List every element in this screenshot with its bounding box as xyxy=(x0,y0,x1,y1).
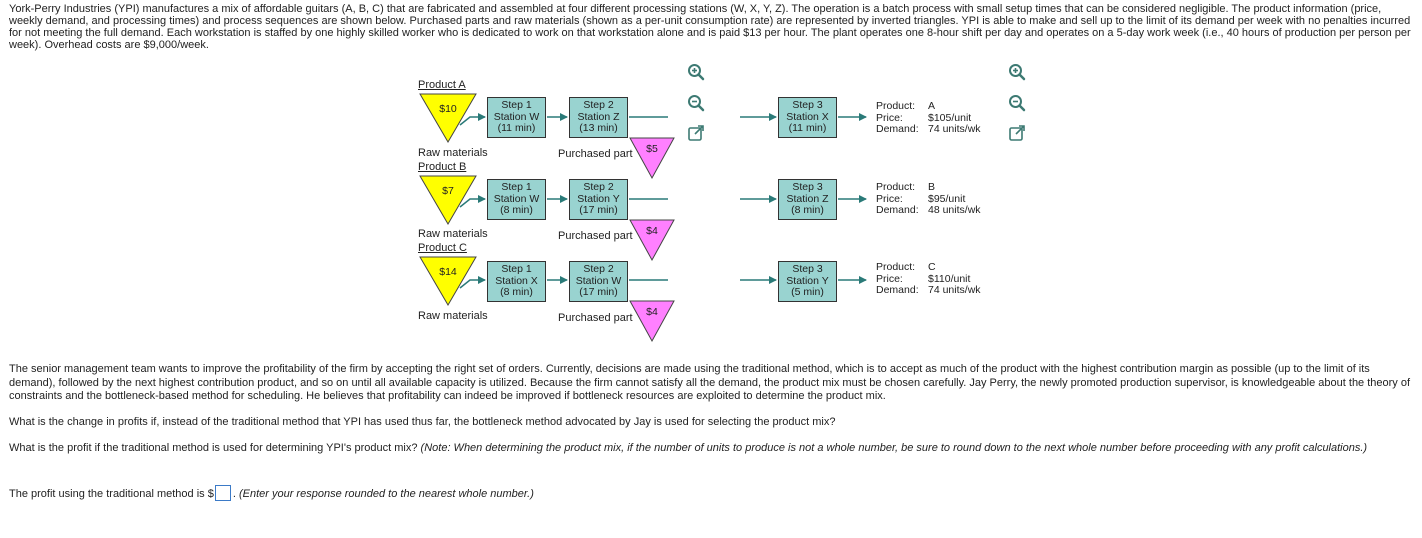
step-label: Step 1 xyxy=(501,99,532,111)
product-a-step3-box: Step 3 Station X (11 min) xyxy=(778,97,837,138)
raw-material-triangle xyxy=(419,175,477,225)
time-label: (8 min) xyxy=(500,204,533,216)
purchased-part-cost: $4 xyxy=(646,306,658,318)
step-label: Step 1 xyxy=(501,181,532,193)
purchased-part-cost: $4 xyxy=(646,225,658,237)
time-label: (13 min) xyxy=(579,122,618,134)
step-label: Step 3 xyxy=(792,99,823,111)
flow-arrow xyxy=(459,113,486,126)
product-c-step1-box: Step 1 Station X (8 min) xyxy=(487,261,546,302)
product-c-purchased-label: Purchased part xyxy=(558,312,633,324)
product-b-purchased-label: Purchased part xyxy=(558,230,633,242)
raw-material-triangle xyxy=(419,93,477,143)
station-label: Station Y xyxy=(577,192,620,205)
step-label: Step 2 xyxy=(583,181,614,193)
product-a-label: Product A xyxy=(418,79,466,91)
station-label: Station Z xyxy=(577,110,620,123)
problem-intro: York-Perry Industries (YPI) manufactures… xyxy=(9,3,1411,51)
step-label: Step 3 xyxy=(792,263,823,275)
time-label: (17 min) xyxy=(579,204,618,216)
time-label: (8 min) xyxy=(791,204,824,216)
popout-icon[interactable] xyxy=(687,124,705,142)
answer-hint: (Enter your response rounded to the near… xyxy=(238,488,534,500)
product-b-step2-box: Step 2 Station Y (17 min) xyxy=(569,179,628,220)
time-label: (11 min) xyxy=(788,122,827,134)
answer-line: The profit using the traditional method … xyxy=(9,485,534,501)
question-change-in-profits: What is the change in profits if, instea… xyxy=(9,416,836,428)
product-c-step3-box: Step 3 Station Y (5 min) xyxy=(778,261,837,302)
step-label: Step 3 xyxy=(792,181,823,193)
purchased-part-cost: $5 xyxy=(646,143,658,155)
raw-material-triangle xyxy=(419,256,477,306)
product-a-purchased-label: Purchased part xyxy=(558,148,633,160)
time-label: (17 min) xyxy=(579,286,618,298)
raw-material-cost: $7 xyxy=(442,185,454,197)
raw-material-cost: $10 xyxy=(439,103,457,115)
step-label: Step 2 xyxy=(583,99,614,111)
management-paragraph: The senior management team wants to impr… xyxy=(9,363,1411,402)
purchased-part-triangle xyxy=(629,219,675,262)
time-label: (8 min) xyxy=(500,286,533,298)
product-a-info: Product:A Price:$105/unit Demand:74 unit… xyxy=(876,100,981,135)
product-c-info: Product:C Price:$110/unit Demand:74 unit… xyxy=(876,261,981,296)
product-b-label: Product B xyxy=(418,161,467,173)
station-label: Station Z xyxy=(786,192,829,205)
product-a-raw-label: Raw materials xyxy=(418,147,488,159)
station-label: Station X xyxy=(495,274,538,287)
station-label: Station W xyxy=(493,192,540,205)
product-a-step1-box: Step 1 Station W (11 min) xyxy=(487,97,546,138)
flow-arrow xyxy=(459,276,486,289)
profit-answer-input[interactable] xyxy=(214,485,231,501)
product-b-step1-box: Step 1 Station W (8 min) xyxy=(487,179,546,220)
rounding-note: (Note: When determining the product mix,… xyxy=(420,442,1368,454)
purchased-part-triangle xyxy=(629,300,675,343)
flow-arrow xyxy=(459,195,486,208)
purchased-part-triangle xyxy=(629,137,675,180)
product-b-raw-label: Raw materials xyxy=(418,228,488,240)
station-label: Station W xyxy=(493,110,540,123)
product-a-step2-box: Step 2 Station Z (13 min) xyxy=(569,97,628,138)
step-label: Step 1 xyxy=(501,263,532,275)
raw-material-cost: $14 xyxy=(439,266,457,278)
product-b-info: Product:B Price:$95/unit Demand:48 units… xyxy=(876,181,981,216)
station-label: Station Y xyxy=(786,274,829,287)
station-label: Station X xyxy=(786,110,829,123)
product-c-label: Product C xyxy=(418,242,467,254)
zoom-in-icon[interactable] xyxy=(687,63,705,81)
step-label: Step 2 xyxy=(583,263,614,275)
time-label: (5 min) xyxy=(791,286,824,298)
popout-icon[interactable] xyxy=(1008,124,1026,142)
question-traditional-profit: What is the profit if the traditional me… xyxy=(9,442,1368,454)
zoom-out-icon[interactable] xyxy=(1008,94,1026,112)
zoom-out-icon[interactable] xyxy=(687,94,705,112)
time-label: (11 min) xyxy=(497,122,536,134)
product-c-raw-label: Raw materials xyxy=(418,310,488,322)
product-c-step2-box: Step 2 Station W (17 min) xyxy=(569,261,628,302)
product-b-step3-box: Step 3 Station Z (8 min) xyxy=(778,179,837,220)
zoom-in-icon[interactable] xyxy=(1008,63,1026,81)
station-label: Station W xyxy=(575,274,622,287)
